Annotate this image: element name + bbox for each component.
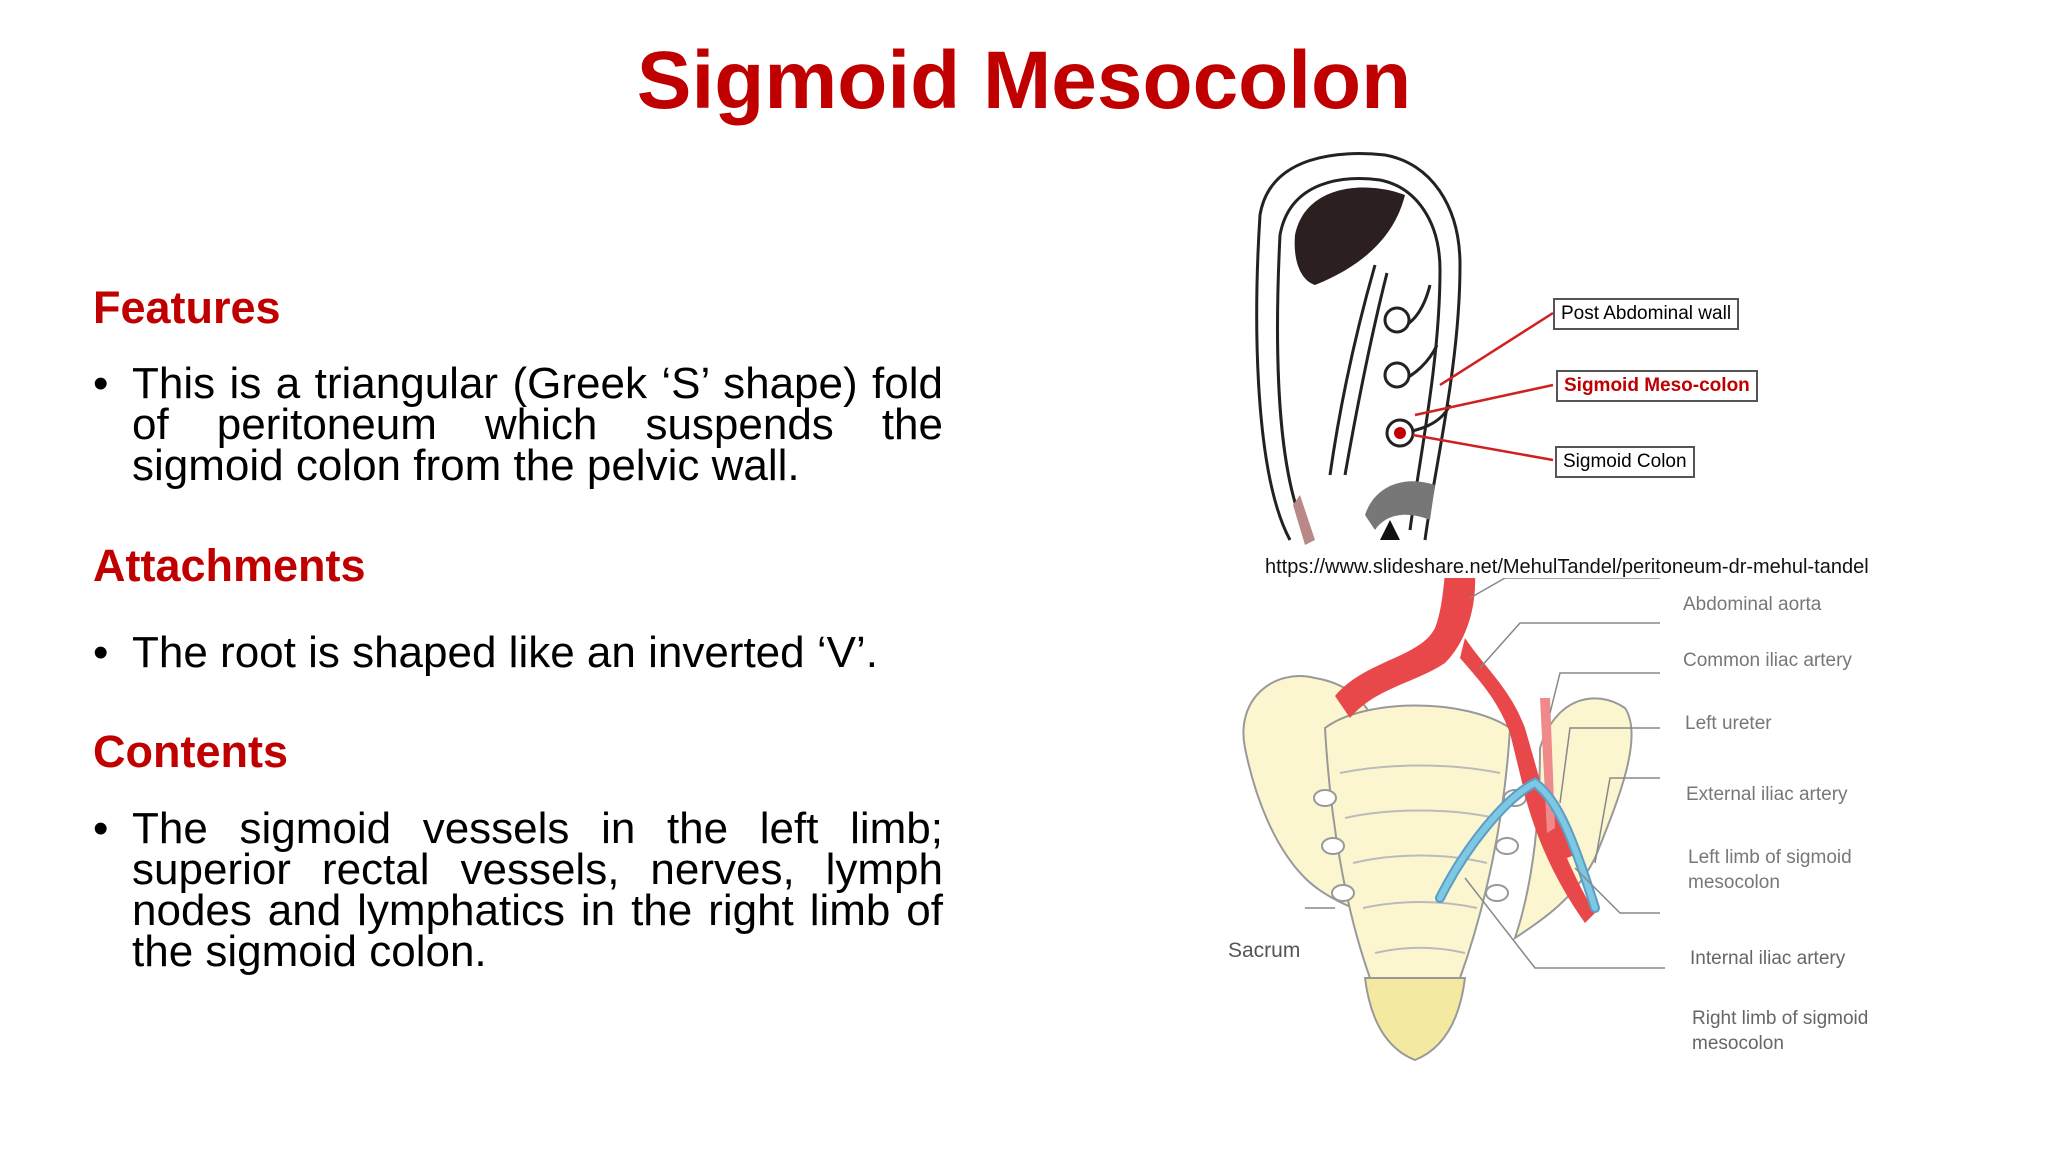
label-common-iliac-artery: Common iliac artery (1683, 650, 1852, 671)
abdominal-aorta-and-left-common-iliac (1335, 578, 1476, 718)
bullet-attachments: • The root is shaped like an inverted ‘V… (93, 628, 943, 677)
label-left-limb-sigmoid-mesocolon: Left limb of sigmoid mesocolon (1688, 847, 1852, 893)
bullet-contents: • The sigmoid vessels in the left limb; … (93, 804, 943, 976)
bullet-text: This is a triangular (Greek ‘S’ shape) f… (132, 359, 943, 490)
label-right-limb-sigmoid-mesocolon: Right limb of sigmoid mesocolon (1692, 1008, 1869, 1054)
slide-title: Sigmoid Mesocolon (636, 35, 1412, 126)
liver-shape (1294, 187, 1405, 285)
pelvic-organ-shape (1365, 481, 1435, 530)
sigmoid-mesocolon-root (1437, 779, 1598, 911)
bullet-dot: • (93, 804, 109, 853)
coccyx (1363, 977, 1467, 1062)
bowel-loop-1 (1383, 306, 1411, 334)
label-internal-iliac-artery: Internal iliac artery (1690, 948, 1846, 969)
bullet-dot: • (93, 359, 109, 408)
section-heading-features: Features (93, 282, 281, 333)
label-external-iliac-artery: External iliac artery (1686, 784, 1848, 805)
figure-source-url: https://www.slideshare.net/MehulTandel/p… (1265, 556, 1869, 578)
label-sigmoid-colon: Sigmoid Colon (1555, 446, 1695, 478)
label-post-abdominal-wall: Post Abdominal wall (1553, 298, 1740, 330)
label-sacrum: Sacrum (1228, 939, 1301, 962)
section-heading-contents: Contents (93, 726, 288, 777)
bullet-text: The root is shaped like an inverted ‘V’. (132, 628, 878, 677)
sacrum (1323, 704, 1512, 1002)
bullet-dot: • (93, 628, 109, 677)
pelvic-vessels-diagram (1242, 578, 1665, 1062)
section-heading-attachments: Attachments (93, 540, 366, 591)
bullet-features: • This is a triangular (Greek ‘S’ shape)… (93, 359, 943, 490)
label-abdominal-aorta: Abdominal aorta (1683, 594, 1822, 615)
arrow-marker (1380, 520, 1400, 540)
peritoneum-sagittal-diagram (1255, 152, 1554, 545)
label-sigmoid-meso-colon: Sigmoid Meso-colon (1556, 370, 1758, 402)
label-left-ureter: Left ureter (1685, 713, 1772, 734)
rectum-shape (1293, 495, 1315, 545)
sigmoid-colon-marker (1394, 427, 1406, 439)
bullet-text: The sigmoid vessels in the left limb; su… (132, 804, 943, 976)
bowel-loop-2 (1383, 361, 1411, 389)
